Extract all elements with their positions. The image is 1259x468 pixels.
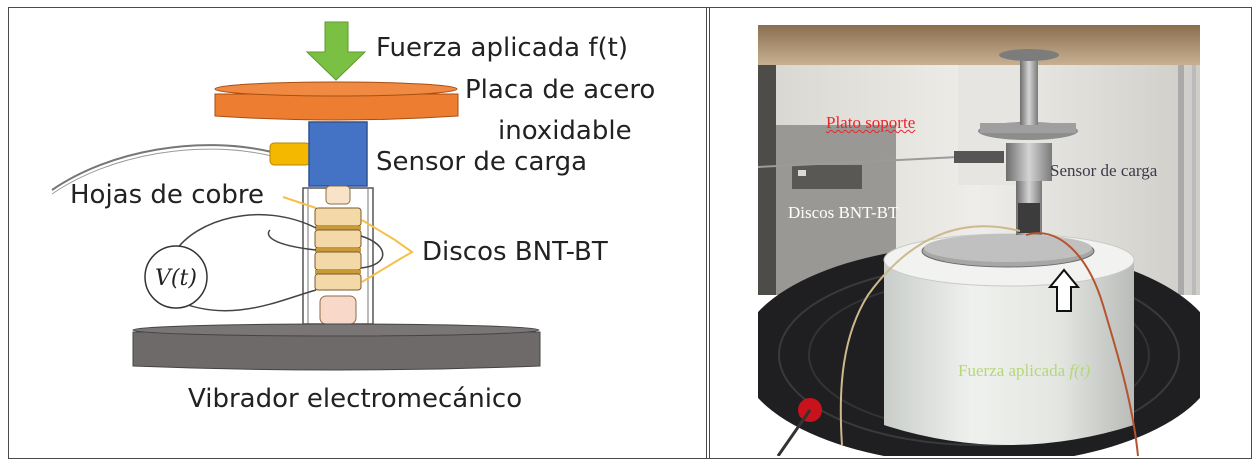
photo-ceiling (758, 25, 1200, 65)
panel-divider (706, 7, 710, 459)
photo-top-mount (999, 49, 1059, 61)
copper-sheet-3 (315, 270, 361, 274)
copper-sheet-1 (315, 226, 361, 230)
force-photo-label: Fuerza aplicada f(t) (958, 361, 1090, 381)
force-arrow-icon (305, 21, 367, 81)
photo-load-sensor (1006, 143, 1052, 181)
copper-leader-line (282, 196, 317, 209)
voltmeter-circle (144, 245, 208, 309)
photo-sensor-cable (758, 156, 959, 168)
voltage-wire-top (174, 213, 317, 253)
support-plate-text: Plato soporte (826, 113, 916, 132)
photo-disc-stack (1018, 203, 1040, 233)
force-label: Fuerza aplicada f(t) (376, 33, 628, 63)
photo-right-bar-2 (1192, 65, 1196, 295)
photo-left-column (758, 65, 776, 295)
photo-upper-stem (1020, 53, 1038, 125)
steel-plate-top (214, 81, 458, 97)
photo-support-plate-top (924, 234, 1092, 262)
load-sensor-label: Sensor de carga (376, 147, 587, 177)
plate-label-line1: Placa de acero (465, 75, 655, 105)
discs-label: Discos BNT-BT (422, 237, 608, 267)
schematic-panel: Fuerza aplicada f(t) Placa de acero inox… (51, 21, 655, 414)
photo-yellow-wire (839, 225, 1021, 446)
photo-led (798, 170, 806, 176)
stack-bottom-cap (319, 295, 357, 325)
bnt-disc-4 (314, 273, 362, 291)
photo-panel: Plato soporte Sensor de carga Discos BNT… (758, 25, 1200, 456)
discs-leader-lines (361, 219, 414, 283)
copper-sheets-label: Hojas de cobre (70, 180, 264, 210)
force-photo-prefix: Fuerza aplicada (958, 361, 1070, 380)
sensor-cable-shadow (51, 148, 273, 195)
wire-right-loop (360, 235, 384, 269)
photo-force-arrow-icon (1047, 268, 1081, 312)
photo-red-wire (1025, 232, 1139, 456)
photo-lab-equipment (792, 165, 862, 189)
force-photo-math: f(t) (1069, 361, 1091, 380)
bnt-disc-3 (314, 251, 362, 271)
figure-frame (8, 7, 1252, 459)
bnt-disc-1 (314, 207, 362, 227)
photo-clip-wire (776, 409, 812, 456)
load-sensor-photo-label: Sensor de carga (1050, 161, 1158, 180)
stack-top-cap (325, 185, 351, 205)
copper-sheet-2 (315, 248, 361, 252)
support-plate-label: Plato soporte (826, 113, 915, 133)
voltage-wire-bottom (174, 289, 317, 312)
discs-photo-label: Discos BNT-BT (788, 203, 899, 222)
voltage-label: V(t) (155, 266, 197, 291)
shaker-label: Vibrador electromecánico (188, 384, 522, 414)
photo-right-bar (1178, 65, 1184, 295)
photo-svg (758, 25, 1200, 456)
load-sensor-block (308, 121, 368, 187)
bnt-disc-2 (314, 229, 362, 249)
photo-upper-flange-body (980, 123, 1076, 133)
sensor-connector (269, 142, 311, 166)
plate-label-line2: inoxidable (498, 116, 632, 146)
steel-plate (214, 93, 459, 121)
sensor-cable (51, 144, 273, 191)
shaker-base (132, 331, 541, 371)
shaker-base-top (132, 323, 540, 337)
schematic-svg: Fuerza aplicada f(t) Placa de acero inox… (51, 21, 655, 414)
photo-cable-connector (954, 151, 1004, 163)
wire-left-loop (267, 229, 317, 251)
